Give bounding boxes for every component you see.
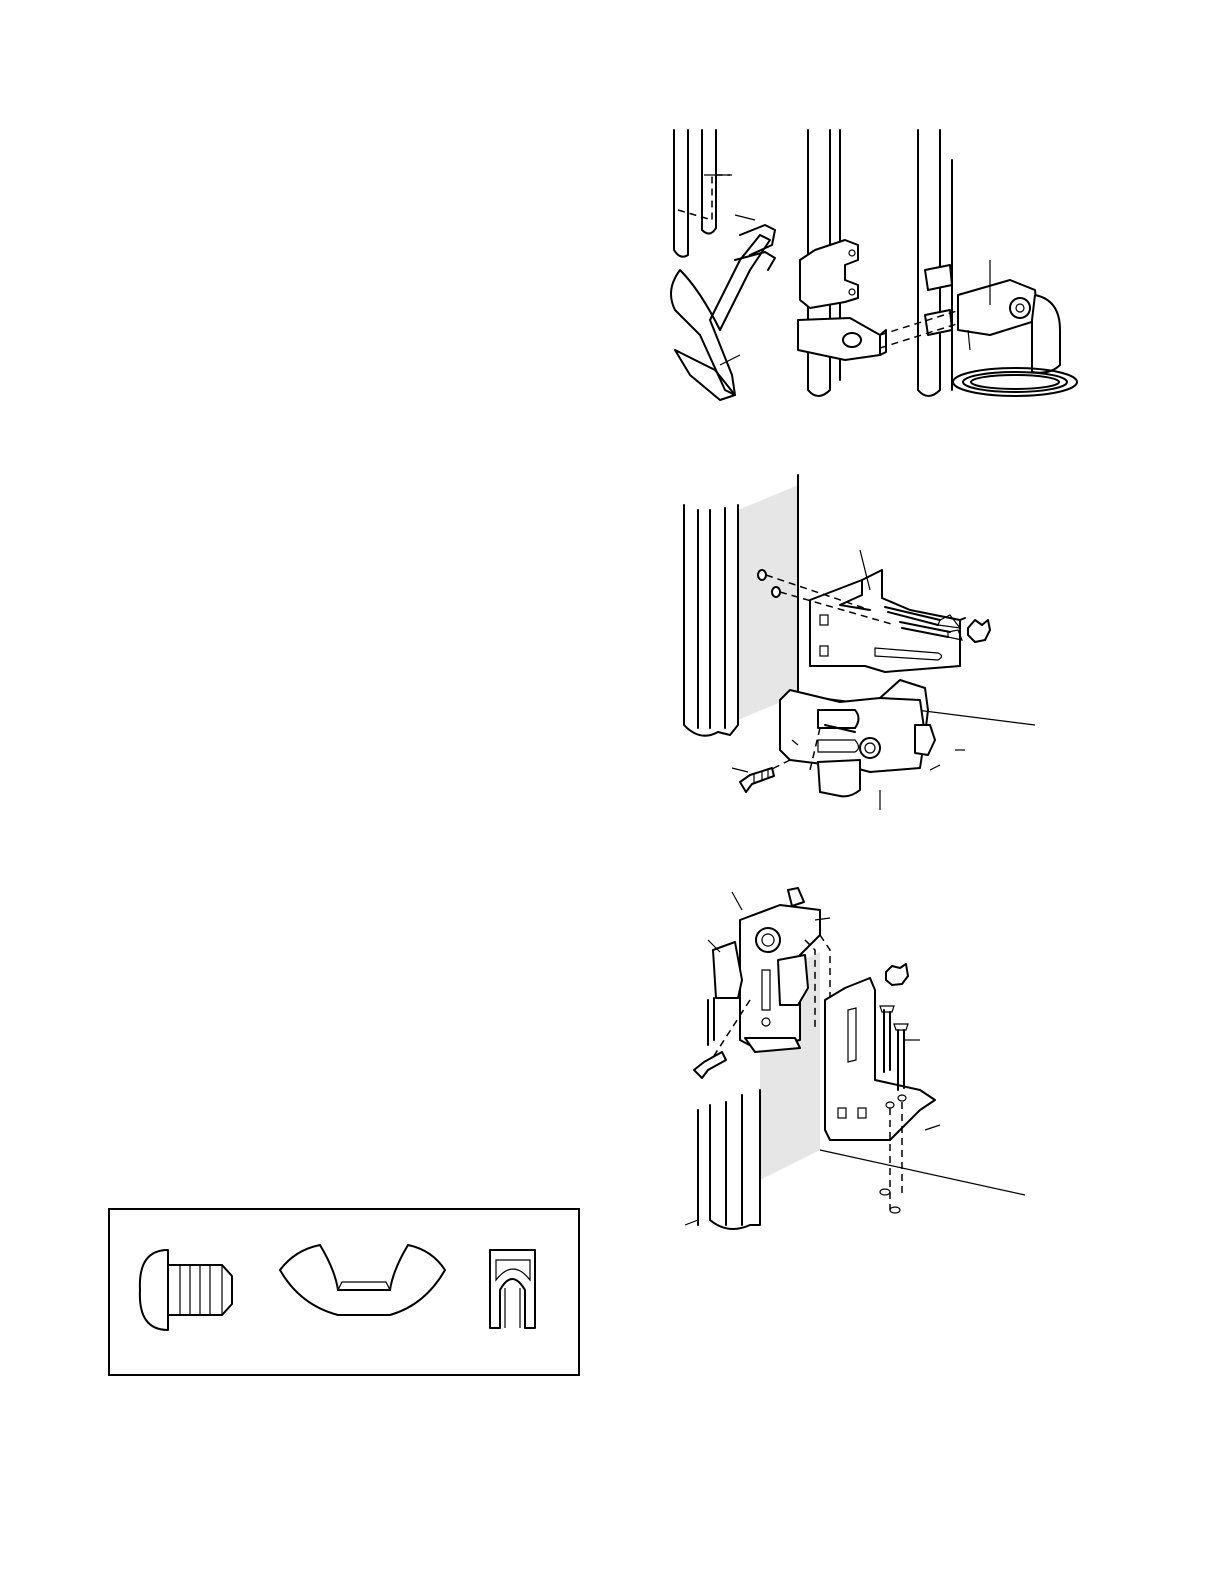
wall-bracket [810,570,965,672]
figure-2-drawing [670,470,1050,810]
step-b-track [798,130,886,396]
sensor-bracket [780,680,935,796]
door-track [684,505,738,736]
step-c-track [880,130,1077,396]
step-a-track [671,130,775,400]
lag-screws [880,1006,908,1090]
floor-bracket [825,978,935,1140]
figure-1-track-assembly [640,120,1100,420]
carriage-bolt-icon [140,1250,232,1330]
hardware-legend [108,1208,580,1376]
carriage-bolt [694,1052,726,1078]
figure-2-wall-mount [670,470,1050,810]
wing-nut [886,964,908,985]
wing-nut [968,620,990,642]
figure-3-floor-mount [680,880,1040,1240]
figure-3-drawing [680,880,1040,1240]
figure-1-drawing [640,120,1100,420]
hardware-legend-drawing [110,1210,578,1374]
u-clip-icon [490,1250,535,1328]
wing-nut-icon [280,1245,445,1315]
